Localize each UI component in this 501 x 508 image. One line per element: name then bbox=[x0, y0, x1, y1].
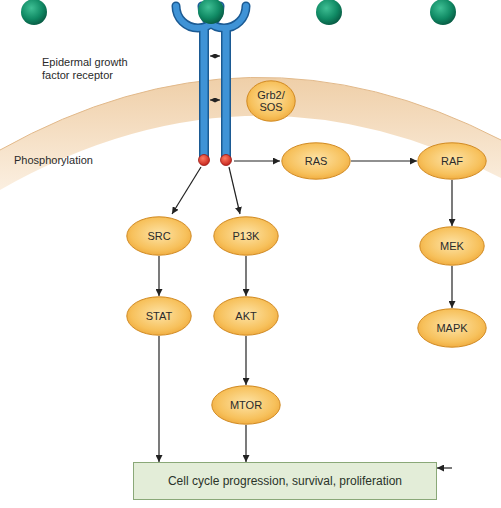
receptor-label: Epidermal growth factor receptor bbox=[42, 56, 142, 82]
signal-arrow bbox=[234, 160, 280, 161]
node-text: P13K bbox=[229, 230, 264, 242]
signal-protein: MTOR bbox=[211, 385, 281, 425]
signal-arrow bbox=[451, 180, 452, 226]
cell-membrane bbox=[0, 77, 501, 190]
signal-protein: STAT bbox=[126, 296, 192, 336]
outcome-box: Cell cycle progression, survival, prolif… bbox=[133, 462, 437, 500]
node-text: MEK bbox=[436, 240, 468, 252]
dimer-arrow bbox=[210, 100, 220, 101]
dimer-arrow bbox=[210, 56, 220, 57]
node-text: MAPK bbox=[432, 322, 471, 334]
node-text: Grb2/ SOS bbox=[246, 89, 296, 113]
signal-arrow bbox=[158, 336, 159, 462]
protein-ellipse bbox=[418, 143, 486, 179]
egf-ligand bbox=[21, 0, 47, 25]
node-text: Cell cycle progression, survival, prolif… bbox=[164, 474, 406, 488]
node-text: AKT bbox=[231, 310, 260, 322]
signal-protein: RAF bbox=[417, 142, 487, 180]
phosphorylation-site bbox=[199, 155, 210, 166]
signal-arrow bbox=[172, 167, 201, 214]
receptor-stem bbox=[201, 26, 208, 158]
signal-arrow bbox=[245, 256, 246, 296]
protein-ellipse bbox=[127, 297, 191, 335]
protein-ellipse bbox=[214, 217, 278, 255]
signal-protein: MAPK bbox=[417, 308, 487, 348]
signal-arrow bbox=[245, 425, 246, 462]
signal-protein: MEK bbox=[419, 226, 485, 266]
node-text: MTOR bbox=[226, 399, 266, 411]
protein-ellipse bbox=[127, 217, 191, 255]
signal-arrow bbox=[158, 256, 159, 296]
protein-ellipse bbox=[418, 309, 486, 347]
signal-arrow bbox=[351, 160, 417, 161]
node-text: SRC bbox=[143, 230, 174, 242]
signal-protein: RAS bbox=[281, 142, 351, 180]
signal-protein: P13K bbox=[213, 216, 279, 256]
membrane-edge bbox=[0, 77, 501, 150]
signal-protein: AKT bbox=[213, 296, 279, 336]
phosphorylation-site bbox=[221, 155, 232, 166]
egf-ligand bbox=[316, 0, 342, 25]
protein-ellipse bbox=[247, 81, 295, 121]
protein-ellipse bbox=[212, 386, 280, 424]
signal-arrow bbox=[229, 167, 240, 214]
egf-ligand bbox=[430, 0, 456, 25]
protein-ellipse bbox=[214, 297, 278, 335]
signal-arrow bbox=[245, 336, 246, 385]
process-label: Phosphorylation bbox=[14, 154, 124, 167]
node-text: RAS bbox=[301, 155, 332, 167]
receptor-stem bbox=[221, 26, 231, 158]
receptor-stem bbox=[199, 26, 209, 158]
node-text: STAT bbox=[142, 310, 176, 322]
protein-ellipse bbox=[420, 227, 484, 265]
node-text: RAF bbox=[437, 155, 467, 167]
receptor-dimer bbox=[176, 6, 246, 158]
receptor-stem bbox=[223, 26, 230, 158]
signal-protein: SRC bbox=[126, 216, 192, 256]
signal-arrow bbox=[451, 266, 452, 308]
egf-ligand bbox=[198, 0, 224, 24]
signal-arrow bbox=[437, 467, 452, 468]
protein-ellipse bbox=[282, 143, 350, 179]
signal-protein: Grb2/ SOS bbox=[246, 80, 296, 122]
